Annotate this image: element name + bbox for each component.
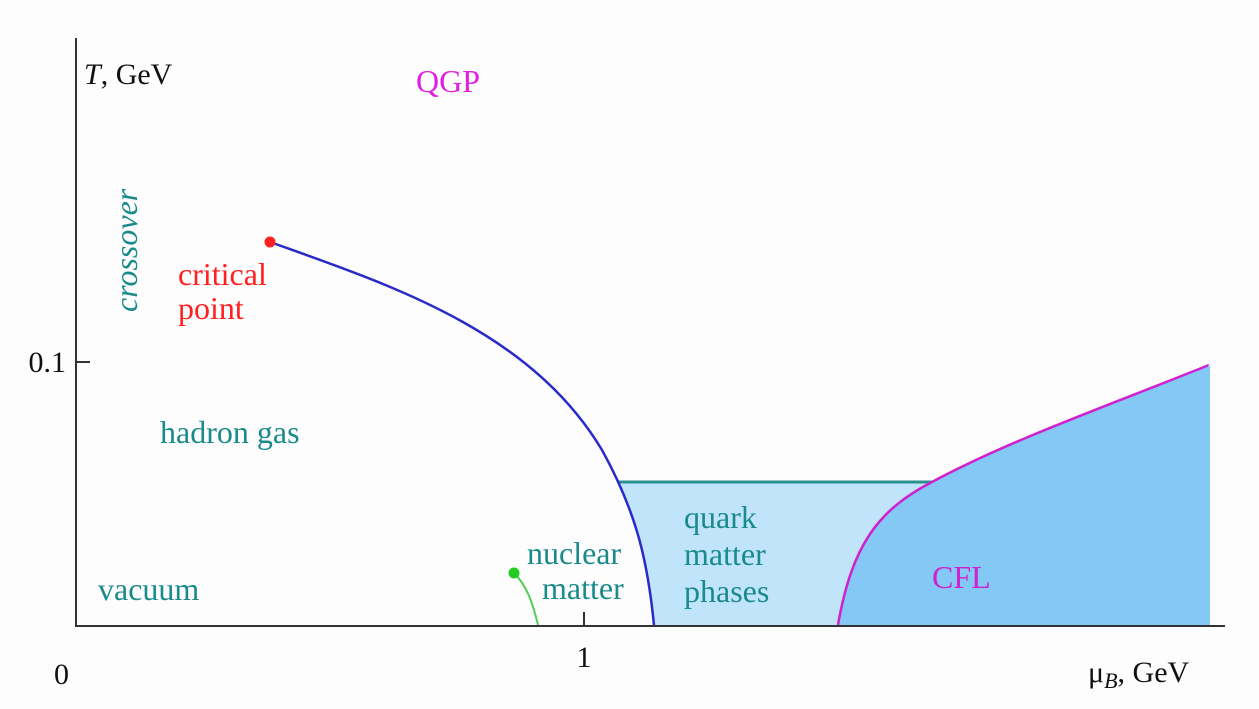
crossover-label: crossover: [108, 188, 144, 312]
nuclear-matter-label-line2: matter: [542, 570, 624, 606]
y-tick-label: 0.1: [29, 346, 67, 379]
hadron-gas-label: hadron gas: [160, 414, 300, 450]
quark-matter-label-line2: matter: [684, 536, 766, 572]
qgp-label: QGP: [416, 63, 480, 99]
x-axis-label: μB, GeV: [1088, 656, 1190, 693]
first-order-phase-boundary: [269, 240, 656, 626]
vacuum-label: vacuum: [98, 571, 199, 607]
y-axis-label: T, GeV: [84, 58, 173, 91]
nuclear-matter-point: [508, 567, 520, 579]
origin-label: 0: [54, 658, 69, 691]
critical-point-label-line1: critical: [178, 256, 267, 292]
quark-matter-label-line3: phases: [684, 573, 769, 609]
cfl-label: CFL: [932, 559, 991, 595]
quark-matter-label-line1: quark: [684, 499, 757, 535]
quark-matter-region: [618, 482, 932, 625]
nuclear-matter-label-line1: nuclear: [527, 535, 622, 571]
critical-point-label-line2: point: [178, 290, 244, 326]
critical-point-marker: [264, 236, 276, 248]
x-tick-label: 1: [577, 641, 592, 674]
cfl-region: [838, 365, 1209, 625]
cfl-boundary-line: [836, 363, 1210, 626]
